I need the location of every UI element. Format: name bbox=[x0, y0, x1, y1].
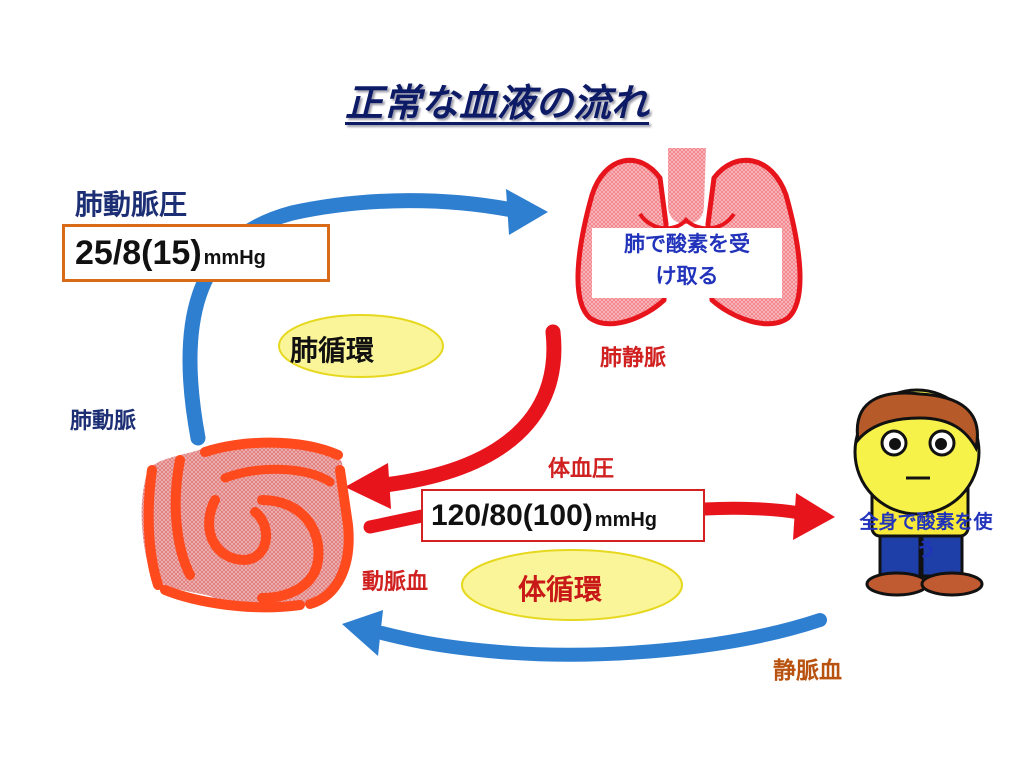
pulmonary-circulation-ellipse bbox=[278, 314, 444, 378]
body-caption-line2: う bbox=[916, 539, 936, 561]
lungs-caption: 肺で酸素を受 け取る bbox=[592, 228, 782, 298]
systemic-circulation-ellipse bbox=[461, 549, 683, 621]
heart-icon bbox=[141, 437, 354, 613]
person-icon bbox=[853, 388, 984, 597]
pulmonary-circulation-label: 肺循環 bbox=[290, 334, 375, 367]
systemic-blood-pressure-box: 120/80(100) mmHg bbox=[421, 489, 705, 542]
body-caption: 全身で酸素を使 う bbox=[836, 508, 1016, 564]
lungs-caption-line1: 肺で酸素を受 bbox=[624, 232, 750, 256]
systemic-artery-arrow bbox=[363, 493, 835, 540]
arterial-blood-label: 動脈血 bbox=[362, 570, 429, 595]
pulmonary-artery-arrow bbox=[182, 189, 548, 446]
pulmonary-artery-label: 肺動脈 bbox=[70, 409, 137, 434]
body-caption-line1: 全身で酸素を使 bbox=[859, 511, 993, 533]
pulmonary-vein-arrow bbox=[345, 324, 562, 509]
venous-blood-label: 静脈血 bbox=[773, 658, 842, 684]
systemic-blood-pressure-label: 体血圧 bbox=[548, 457, 615, 482]
pulmonary-vein-label: 肺静脈 bbox=[600, 346, 667, 371]
pulmonary-artery-pressure-unit: mmHg bbox=[203, 246, 266, 269]
page-title: 正常な血液の流れ bbox=[345, 81, 650, 125]
venous-return-arrow bbox=[342, 610, 827, 662]
pulmonary-artery-pressure-value: 25/8(15) bbox=[75, 233, 202, 272]
systemic-circulation-label: 体循環 bbox=[518, 573, 603, 606]
systemic-blood-pressure-unit: mmHg bbox=[594, 509, 658, 531]
pulmonary-artery-pressure-label: 肺動脈圧 bbox=[75, 188, 188, 221]
systemic-blood-pressure-value: 120/80(100) bbox=[431, 498, 593, 532]
pulmonary-artery-pressure-box: 25/8(15) mmHg bbox=[62, 224, 330, 282]
lungs-caption-line2: け取る bbox=[655, 264, 719, 288]
